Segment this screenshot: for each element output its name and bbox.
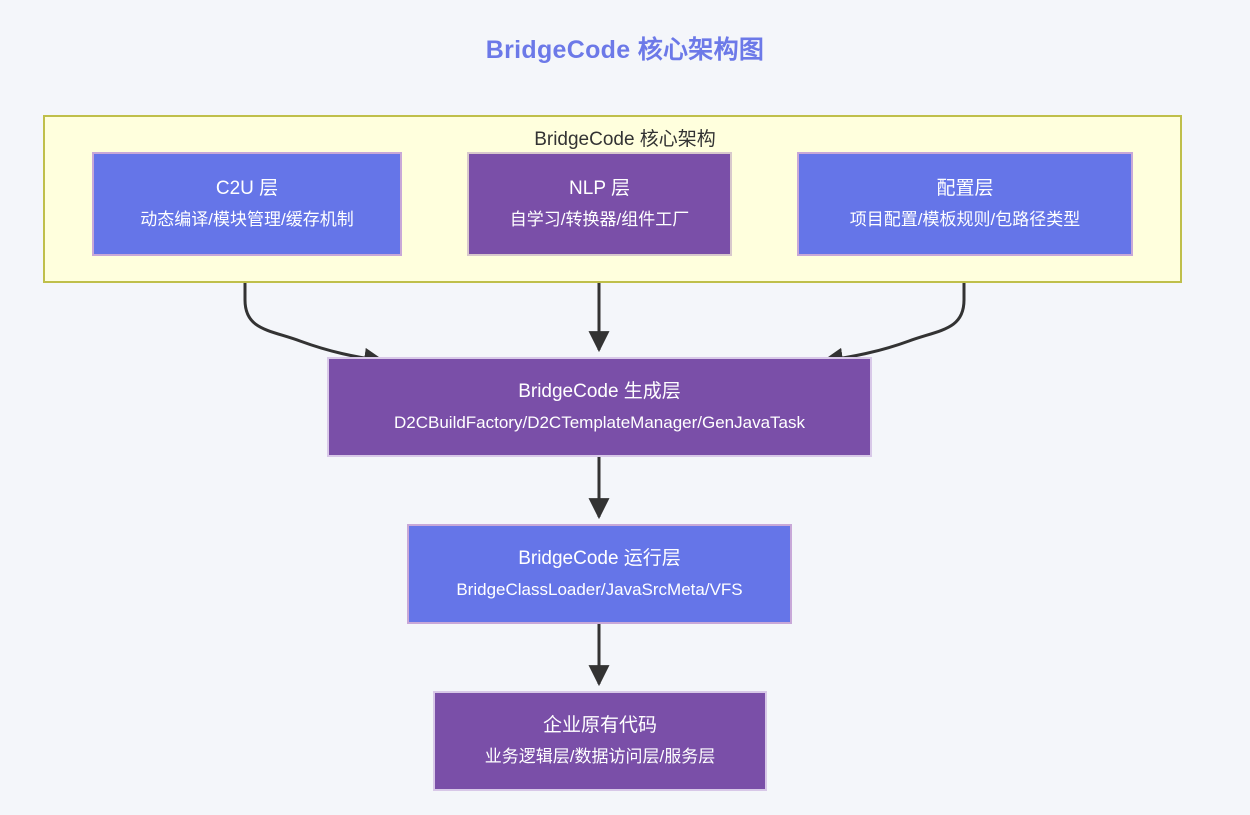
node-c2u-title: C2U 层 (215, 178, 279, 200)
node-generation-subtitle: D2CBuildFactory/D2CTemplateManager/GenJa… (393, 413, 805, 433)
node-c2u-subtitle: 动态编译/模块管理/缓存机制 (140, 210, 354, 230)
node-config-title: 配置层 (936, 178, 994, 200)
node-runtime-layer[interactable]: BridgeCode 运行层 BridgeClassLoader/JavaSrc… (407, 524, 792, 624)
subgraph-label: BridgeCode 核心架构 (534, 129, 716, 150)
node-generation-title: BridgeCode 生成层 (518, 381, 681, 403)
node-legacy-subtitle: 业务逻辑层/数据访问层/服务层 (484, 747, 716, 767)
node-nlp-subtitle: 自学习/转换器/组件工厂 (509, 210, 690, 230)
node-runtime-title: BridgeCode 运行层 (518, 548, 681, 570)
node-nlp-title: NLP 层 (569, 178, 630, 200)
node-legacy-code[interactable]: 企业原有代码 业务逻辑层/数据访问层/服务层 (433, 691, 767, 791)
node-c2u-layer[interactable]: C2U 层 动态编译/模块管理/缓存机制 (92, 152, 402, 256)
node-runtime-subtitle: BridgeClassLoader/JavaSrcMeta/VFS (456, 580, 743, 600)
page-title: BridgeCode 核心架构图 (485, 36, 765, 64)
node-config-layer[interactable]: 配置层 项目配置/模板规则/包路径类型 (797, 152, 1133, 256)
node-generation-layer[interactable]: BridgeCode 生成层 D2CBuildFactory/D2CTempla… (327, 357, 872, 457)
node-legacy-title: 企业原有代码 (542, 715, 657, 737)
node-config-subtitle: 项目配置/模板规则/包路径类型 (849, 210, 1081, 230)
node-nlp-layer[interactable]: NLP 层 自学习/转换器/组件工厂 (467, 152, 732, 256)
